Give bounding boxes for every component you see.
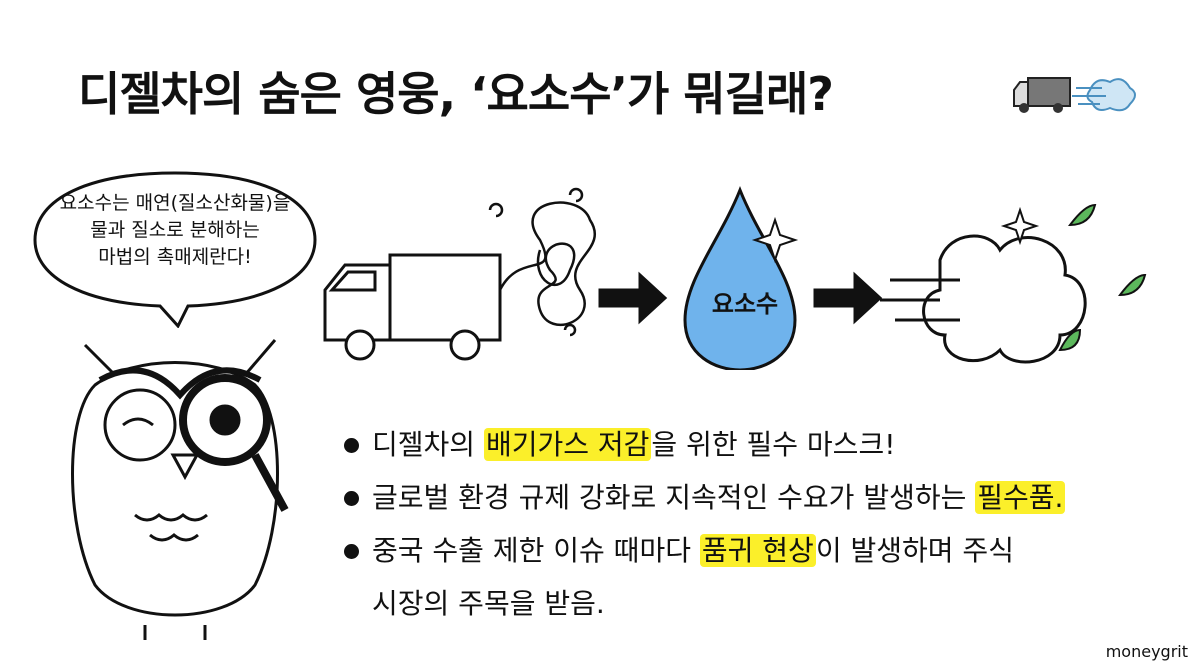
- bubble-line: 요소수는 매연(질소산화물)을: [59, 192, 291, 214]
- urea-drop-label: 요소수: [711, 290, 779, 318]
- bullet-text: 디젤차의: [372, 428, 484, 461]
- bubble-line: 마법의 촉매제란다!: [98, 246, 252, 268]
- page-title: 디젤차의 숨은 영웅, ‘요소수’가 뭐길래?: [78, 67, 834, 121]
- bullet-text: 글로벌 환경 규제 강화로 지속적인 수요가 발생하는: [372, 481, 976, 514]
- bullet-item: 디젤차의 배기가스 저감을 위한 필수 마스크!: [340, 418, 1065, 471]
- highlighted-text: 필수품.: [975, 481, 1066, 514]
- arrow-right-icon: [598, 271, 668, 325]
- highlighted-text: 배기가스 저감: [483, 428, 652, 461]
- bullet-text: 중국 수출 제한 이슈 때마다: [372, 534, 700, 567]
- bullet-text: 을 위한 필수 마스크!: [651, 428, 896, 461]
- bullet-continuation: 시장의 주목을 받음.: [372, 587, 605, 620]
- bullet-text: 이 발생하며 주식: [815, 534, 1014, 567]
- urea-drop-icon: [683, 185, 799, 370]
- owl-illustration: [71, 339, 289, 640]
- bullet-item: 중국 수출 제한 이슈 때마다 품귀 현상이 발생하며 주식: [340, 524, 1065, 577]
- wind-icon: [1072, 78, 1136, 112]
- bullet-list: 디젤차의 배기가스 저감을 위한 필수 마스크! 글로벌 환경 규제 강화로 지…: [340, 418, 1066, 630]
- bullet-item: 글로벌 환경 규제 강화로 지속적인 수요가 발생하는 필수품.: [340, 471, 1066, 524]
- speech-bubble: [33, 171, 317, 328]
- speech-bubble-text: 요소수는 매연(질소산화물)을 물과 질소로 분해하는 마법의 촉매제란다!: [40, 190, 310, 271]
- highlighted-text: 품귀 현상: [699, 534, 816, 567]
- bubble-line: 물과 질소로 분해하는: [90, 219, 260, 241]
- clean-air-cloud-icon: [880, 203, 1147, 364]
- truck-illustration: [323, 253, 502, 361]
- brand-watermark: moneygrit: [1105, 642, 1188, 661]
- arrow-right-icon: [813, 271, 883, 325]
- truck-icon: [1013, 77, 1071, 113]
- title-icons: [1013, 77, 1136, 113]
- process-flow: [323, 185, 1147, 370]
- exhaust-smoke-icon: [488, 187, 597, 337]
